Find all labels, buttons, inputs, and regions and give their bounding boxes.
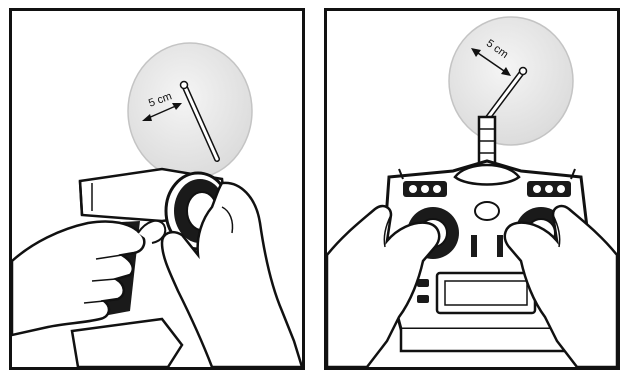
toggle-switches [398,168,576,197]
stick-transmitter-panel: 5 cm [324,8,620,370]
stick-transmitter-illustration: 5 cm [327,16,617,367]
pistol-grip-transmitter-panel: 5 cm [9,8,305,370]
antenna [477,66,528,165]
antenna-zone-sphere [127,42,253,180]
distance-arrow [142,103,182,121]
pistol-grip-transmitter-illustration: 5 cm [12,42,302,367]
right-hand [160,181,302,367]
left-hand [327,204,441,367]
right-hand [503,204,617,367]
antenna-zone-sphere [448,16,574,146]
antenna [179,80,220,162]
left-hand [12,219,167,337]
distance-arrow [471,48,511,76]
